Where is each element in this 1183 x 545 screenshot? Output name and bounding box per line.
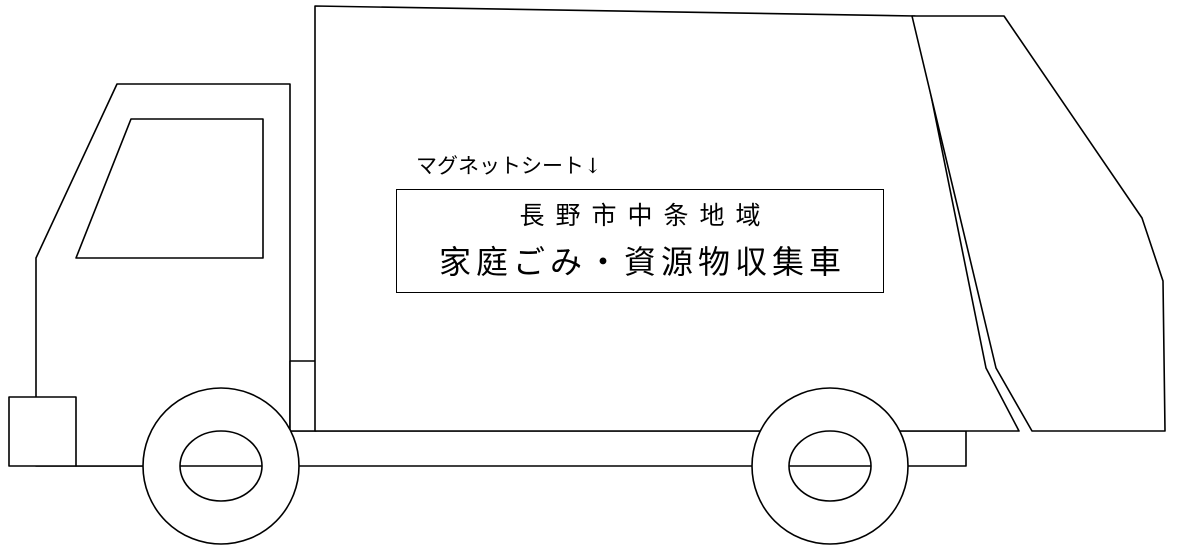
magnet-sheet-sign: 長野市中条地域 家庭ごみ・資源物収集車 bbox=[396, 189, 884, 293]
sign-vehicle-name: 家庭ごみ・資源物収集車 bbox=[438, 243, 846, 281]
rear-wheel bbox=[751, 387, 909, 545]
cab-container-joint bbox=[289, 360, 317, 432]
cab-window bbox=[75, 118, 264, 259]
sign-area-name: 長野市中条地域 bbox=[519, 201, 772, 230]
magnet-sheet-caption: マグネットシート↓ bbox=[416, 154, 602, 178]
front-wheel bbox=[142, 387, 300, 545]
front-bumper bbox=[8, 396, 77, 467]
rear-loader-door bbox=[911, 15, 1166, 432]
